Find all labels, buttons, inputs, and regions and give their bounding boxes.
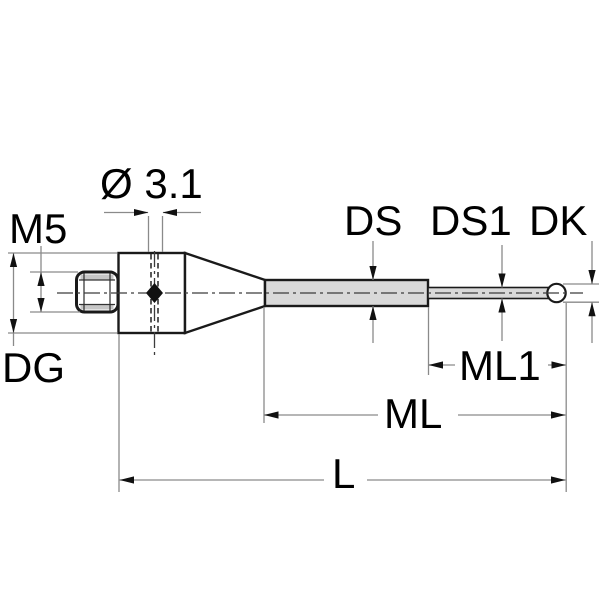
label-tip-stem-length: ML1 bbox=[459, 342, 541, 389]
arrowhead-right bbox=[551, 361, 566, 369]
dim-hole-diameter: Ø 3.1 bbox=[100, 160, 203, 252]
label-stem-diameter: DS bbox=[344, 197, 402, 244]
arrowhead-right bbox=[551, 476, 566, 484]
label-ball-diameter: DK bbox=[529, 197, 587, 244]
arrowhead-down bbox=[369, 266, 377, 280]
arrowhead-up bbox=[369, 306, 377, 320]
arrowhead-right bbox=[134, 209, 149, 216]
label-hole-diameter: Ø 3.1 bbox=[100, 160, 203, 207]
thread-stud bbox=[75, 270, 120, 314]
arrowhead-down bbox=[37, 298, 45, 312]
dim-ball-diameter: DK bbox=[529, 197, 599, 343]
dim-base-diameter: DG bbox=[2, 252, 117, 391]
arrowhead-left bbox=[428, 361, 443, 369]
arrowhead-left bbox=[119, 476, 134, 484]
dim-tip-stem-length: ML1 bbox=[427, 307, 566, 389]
thread-shade-top bbox=[80, 274, 114, 280]
label-stem-length: ML bbox=[384, 390, 442, 437]
dim-stem-length: ML bbox=[263, 307, 566, 437]
arrowhead-up bbox=[9, 253, 18, 267]
hole-center-diamond bbox=[146, 283, 163, 303]
arrowhead-right bbox=[551, 411, 566, 419]
dim-stem-diameter: DS bbox=[344, 197, 402, 343]
dim-overall-length: L bbox=[118, 303, 567, 497]
arrowhead-left bbox=[162, 209, 177, 216]
arrowhead-down bbox=[498, 273, 506, 288]
arrowhead-down bbox=[588, 270, 596, 284]
label-overall-length: L bbox=[332, 450, 355, 497]
arrowhead-up bbox=[588, 302, 596, 317]
dim-thread: M5 bbox=[9, 205, 80, 313]
arrowhead-down bbox=[9, 319, 18, 333]
arrowhead-up bbox=[498, 298, 506, 313]
arrowhead-left bbox=[264, 411, 279, 419]
label-tip-stem-diameter: DS1 bbox=[430, 197, 512, 244]
centerlines bbox=[57, 251, 583, 357]
label-base-diameter: DG bbox=[2, 344, 65, 391]
dim-tip-stem-diameter: DS1 bbox=[430, 197, 512, 341]
arrowhead-up bbox=[37, 272, 45, 286]
thread-shade-bottom bbox=[80, 304, 114, 310]
label-thread-size: M5 bbox=[9, 205, 67, 252]
